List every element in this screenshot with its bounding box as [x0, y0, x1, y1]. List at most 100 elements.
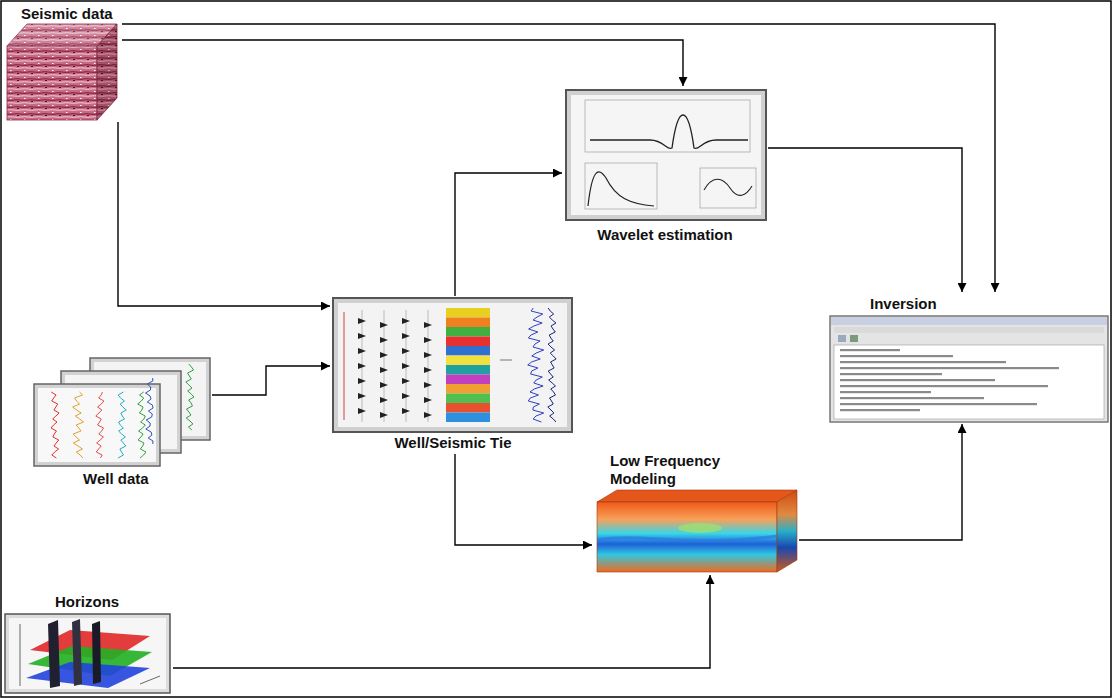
flow-arrow — [122, 24, 995, 292]
well-tie-panel — [358, 408, 366, 414]
well-tie-panel — [446, 403, 490, 413]
wavelet-box: Wavelet estimation — [562, 86, 768, 246]
inversion-box: Inversion — [828, 292, 1110, 424]
wavelet-plot — [585, 100, 750, 152]
node-title: Well/Seismic Tie — [394, 434, 511, 452]
well-log-pages — [118, 392, 126, 458]
well-tie-panel — [424, 337, 432, 343]
well-tie-panel — [446, 308, 490, 318]
horizons-view — [20, 624, 21, 686]
node-title: Well data — [83, 470, 149, 488]
well-tie-panel — [424, 352, 432, 358]
well-data-box: Well data — [31, 356, 212, 490]
inversion-screenshot — [840, 373, 942, 375]
flow-arrow — [173, 575, 710, 668]
well-log-pages — [186, 364, 194, 430]
wavelet-plot — [588, 172, 654, 206]
wavelet-plot — [571, 95, 761, 215]
well-tie-panel — [528, 308, 544, 422]
flow-arrow — [455, 173, 562, 296]
well-tie-panel — [358, 393, 366, 399]
inversion-screenshot — [840, 391, 931, 393]
well-tie-panel — [446, 318, 490, 328]
low-frequency-box: Low Frequency Modeling — [592, 450, 799, 575]
low-frequency-block — [597, 536, 777, 541]
well-log-pages — [96, 392, 104, 458]
well-log-pages — [51, 392, 59, 458]
low-frequency-block — [777, 490, 797, 572]
seismic-volume-box: Seismic data — [5, 3, 122, 122]
wavelet-plot — [700, 168, 756, 208]
well-tie-panel — [446, 327, 490, 337]
well-tie-panel — [446, 384, 490, 394]
well-tie-panel — [402, 408, 410, 414]
well-tie-panel — [424, 322, 432, 328]
inversion-screenshot — [840, 367, 1059, 369]
well-tie-panel — [380, 412, 388, 418]
flow-arrow — [768, 148, 962, 292]
well-tie-panel — [380, 367, 388, 373]
well-tie-panel — [380, 397, 388, 403]
horizons-view — [140, 676, 160, 684]
well-tie-panel — [358, 363, 366, 369]
well-tie-panel — [344, 312, 345, 420]
inversion-screenshot — [840, 379, 995, 381]
well-tie-panel — [402, 333, 410, 339]
well-tie-panel — [333, 298, 572, 432]
well-tie-panel — [402, 318, 410, 324]
well-tie-panel — [402, 348, 410, 354]
flow-arrow — [118, 122, 330, 306]
well-tie-box: Well/Seismic Tie — [330, 296, 576, 454]
well-tie-panel — [446, 394, 490, 404]
flow-arrow — [122, 40, 683, 86]
well-tie-panel — [333, 298, 572, 432]
low-frequency-block — [597, 502, 777, 572]
horizons-view — [92, 621, 101, 684]
well-tie-panel — [424, 397, 432, 403]
seismic-cube — [7, 46, 97, 120]
seismic-cube — [7, 24, 117, 120]
horizons-box: Horizons — [3, 592, 173, 696]
inversion-screenshot — [831, 317, 1107, 325]
inversion-screenshot — [840, 349, 1059, 411]
seismic-cube — [97, 24, 117, 120]
low-frequency-block — [597, 490, 797, 572]
inversion-screenshot — [840, 409, 920, 411]
inversion-screenshot — [834, 345, 1104, 419]
well-tie-panel — [380, 337, 388, 343]
well-tie-panel — [338, 303, 567, 427]
well-log-pages — [73, 392, 84, 458]
node-title: Horizons — [55, 593, 119, 611]
inversion-screenshot — [840, 355, 953, 357]
well-tie-panel — [446, 365, 490, 375]
horizons-view — [5, 614, 170, 693]
well-log-pages — [138, 392, 146, 458]
well-tie-panel — [380, 322, 388, 328]
well-tie-panel — [358, 308, 556, 422]
inversion-screenshot — [834, 327, 1104, 333]
well-tie-panel — [500, 360, 512, 361]
inversion-screenshot — [840, 397, 984, 399]
well-tie-panel — [424, 367, 432, 373]
well-tie-panel — [358, 378, 366, 384]
inversion-screenshot — [850, 335, 858, 342]
seismic-cube — [97, 24, 117, 120]
well-tie-panel — [446, 337, 490, 347]
well-tie-panel — [424, 382, 432, 388]
horizons-view — [48, 620, 60, 688]
well-log-pages — [34, 384, 160, 466]
wavelet-plot — [590, 115, 748, 149]
well-log-pages — [146, 378, 154, 444]
node-title: Wavelet estimation — [597, 226, 732, 244]
inversion-screenshot — [830, 316, 1108, 422]
horizons-view — [9, 618, 166, 689]
wavelet-plot — [704, 179, 752, 195]
well-log-pages — [38, 388, 156, 462]
node-title: Low Frequency Modeling — [610, 452, 760, 488]
wavelet-plot — [566, 90, 766, 220]
inversion-screenshot — [840, 349, 900, 351]
well-tie-panel — [446, 356, 490, 366]
